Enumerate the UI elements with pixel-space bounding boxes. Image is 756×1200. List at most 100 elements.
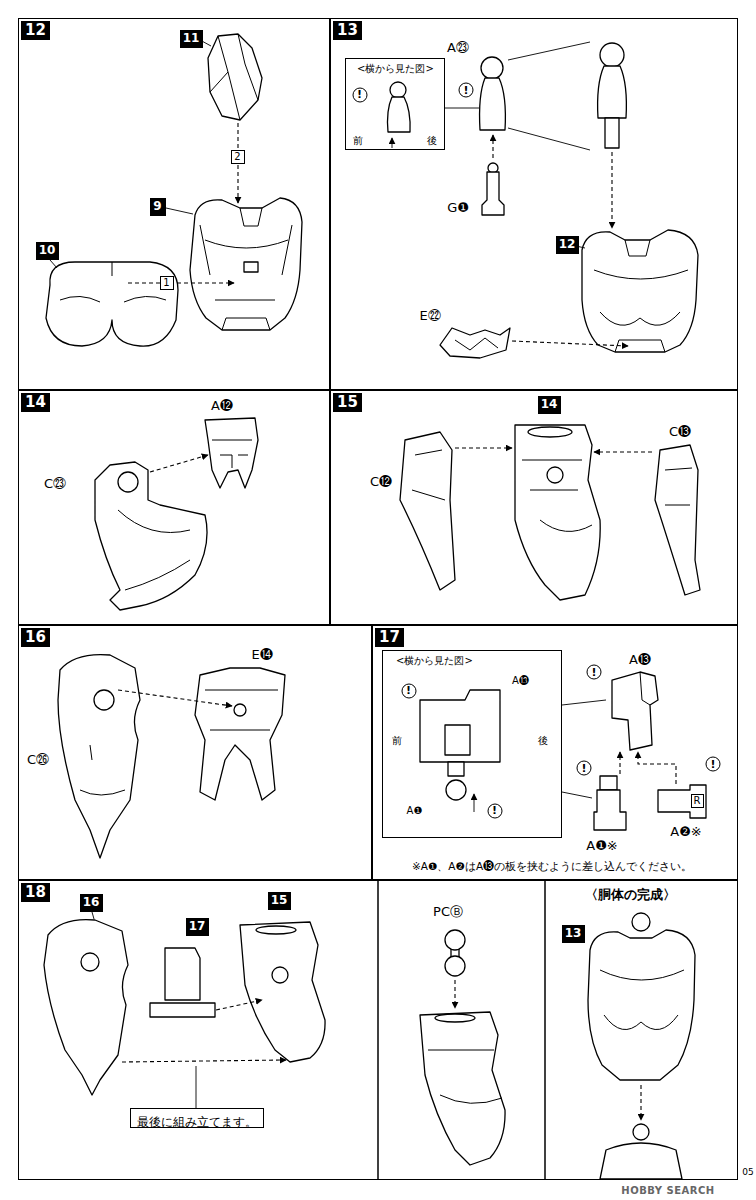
inset-text: 後: [538, 735, 548, 747]
assembly-arrow: [640, 1085, 641, 1120]
part-a1-drawing: [594, 776, 626, 830]
ball: [445, 956, 465, 976]
callout-number: 9: [153, 200, 161, 214]
torso-12-drawing: [582, 230, 698, 352]
part-detail: [210, 34, 258, 120]
assembly-14-drawing: [515, 425, 600, 600]
part-outline: [400, 432, 455, 590]
part-outline: [594, 790, 626, 830]
part-label: C⓭: [668, 424, 692, 440]
warning-mark: !: [587, 665, 602, 680]
part-label: C㉓: [43, 476, 67, 492]
joint-body: [605, 118, 619, 148]
pin-neck: [448, 762, 464, 776]
joint-socket: [94, 690, 114, 710]
part-callout: 16: [80, 894, 103, 912]
part-callout: 17: [186, 918, 209, 936]
step-number: 12: [21, 21, 50, 40]
order-number: 2: [234, 151, 240, 163]
part-outline: [582, 230, 698, 352]
part-outline: [515, 425, 600, 600]
assembly-arrow: [128, 282, 234, 283]
step-panel: <横から見た図>!A⓭前後A❶!R17: [372, 625, 738, 880]
watermark: HOBBY SEARCH: [620, 1185, 715, 1197]
part-outline: [165, 948, 200, 1000]
inset-text: 後: [427, 135, 437, 147]
part-label: A⓬: [210, 398, 234, 414]
part-label: G❶: [446, 200, 470, 216]
part-outline: [655, 445, 700, 595]
callout-number: 11: [183, 32, 200, 46]
assembly-arrow: [455, 447, 512, 448]
part-outline: [95, 462, 207, 610]
step-panel: 161715最後に組み立てます。1318: [18, 880, 738, 1180]
part-detail: [80, 745, 125, 795]
part-label: E⓮: [250, 647, 273, 663]
assembly-arrow: [512, 341, 628, 346]
part-detail: [60, 262, 166, 302]
inset-text: <横から見た図>: [396, 655, 473, 667]
inset-text: A⓭: [512, 675, 529, 687]
lower-body-drawing: [600, 1124, 682, 1179]
part-detail: [428, 1050, 502, 1103]
inset-text: 前: [353, 135, 363, 147]
ball: [632, 913, 650, 931]
part-outline: [46, 262, 178, 346]
joint-body: [482, 172, 504, 215]
part-a12-drawing: [205, 418, 258, 488]
opening: [256, 926, 296, 934]
note-text: ※A❶、A❷はA⓭の板を挟むように差し込んでください。: [411, 860, 693, 873]
part-outline: [440, 328, 510, 358]
part-callout: 12: [556, 236, 579, 254]
part-outline: [420, 1012, 505, 1165]
part-detail: [212, 440, 252, 468]
joint-socket: [547, 467, 563, 483]
part-e22-drawing: [440, 328, 510, 358]
assembly-arrow: [638, 752, 676, 784]
part-a2-drawing: [658, 785, 706, 818]
part-detail: [455, 338, 498, 350]
inset-text: A❶: [407, 805, 423, 817]
callout-number: 13: [565, 927, 582, 941]
leader-line: [50, 260, 57, 268]
part-callout: 14: [538, 396, 561, 414]
ball: [481, 57, 503, 79]
step-number: 15: [333, 393, 362, 412]
part-c13-drawing: [655, 445, 700, 595]
opening: [435, 1014, 475, 1022]
part-label: PCⒷ: [432, 904, 464, 920]
leader-line: [166, 208, 193, 214]
part-detail: [594, 240, 688, 352]
pawn-body: [480, 78, 506, 130]
ball: [600, 43, 624, 67]
part-a23-drawing: [480, 57, 506, 130]
part-detail: [600, 970, 684, 1030]
part-label: A❷※: [669, 824, 702, 840]
direction-arrow: [392, 138, 393, 148]
step-number: 16: [21, 628, 50, 647]
assembly-arrow: [454, 980, 455, 1008]
callout-number: 16: [83, 896, 100, 910]
part-callout: 11: [180, 30, 203, 48]
order-box: R: [691, 794, 704, 808]
part-outline: [190, 198, 302, 330]
step-number: 18: [21, 883, 50, 902]
part-outline: [588, 930, 695, 1080]
crossbar: [150, 1003, 215, 1017]
ball: [445, 930, 465, 950]
step-panel: <横から見た図>!前後1213: [330, 18, 738, 390]
pc-b-drawing: [445, 930, 465, 976]
part-16-drawing: [44, 920, 128, 1095]
part-detail: [205, 690, 278, 730]
assembled-neck: [598, 43, 627, 148]
part-outline: [58, 655, 140, 858]
callout-number: 12: [559, 238, 576, 252]
callout-number: 15: [271, 894, 288, 908]
callout-number: 17: [189, 920, 206, 934]
step-panel: 14: [18, 390, 330, 625]
pawn-body: [388, 97, 411, 132]
joint-socket: [272, 967, 288, 983]
side-view-inset: <横から見た図>!前後: [345, 58, 445, 150]
part-callout: 15: [268, 892, 291, 910]
